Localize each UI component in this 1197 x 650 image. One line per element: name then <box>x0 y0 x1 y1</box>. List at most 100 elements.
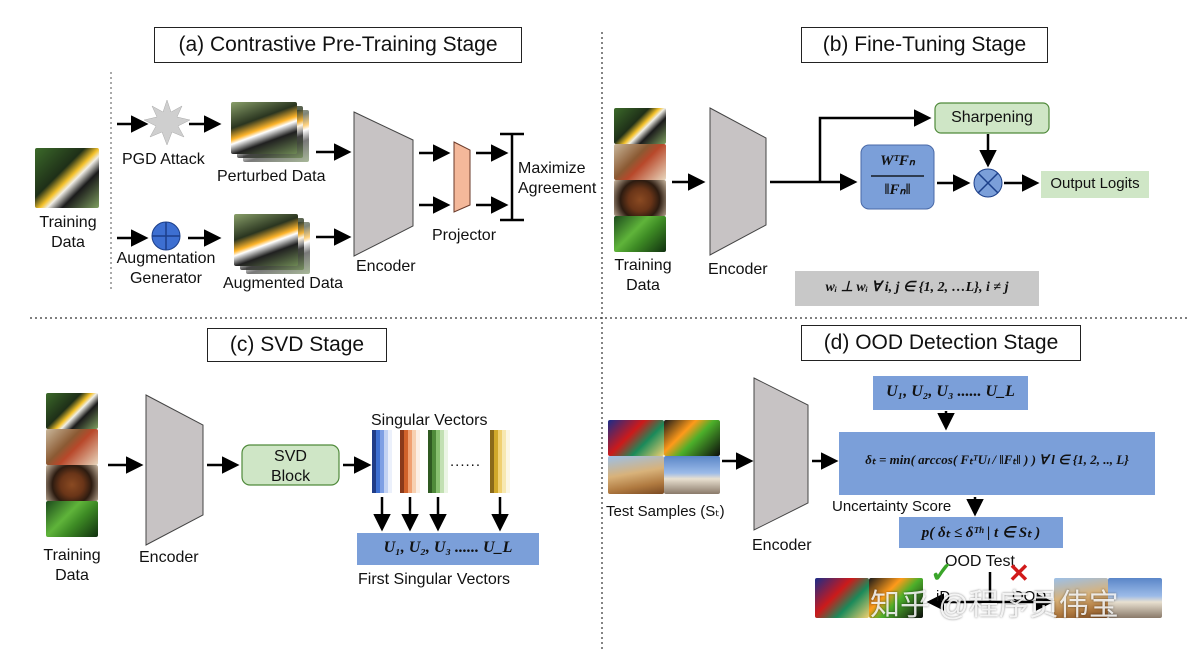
constraint-box <box>795 271 1039 306</box>
cross-icon: ✕ <box>1008 558 1030 588</box>
svd-vector-strip <box>384 430 388 493</box>
perturbed-image <box>231 102 297 154</box>
arrow-b3 <box>818 109 932 182</box>
svd-vector-strip <box>502 430 506 493</box>
test-image-4 <box>664 456 720 494</box>
maximize-agreement-label: Maximize Agreement <box>518 160 597 197</box>
probability-formula: p( δₜ ≤ δᵀʰ | t ∈ Sₜ ) <box>921 525 1041 541</box>
pgd-attack-icon <box>143 99 191 146</box>
ood-test-label: OOD Test <box>945 553 1015 570</box>
first-vectors-formula: U₁, U₂, U₃ ...... U_L <box>383 539 513 556</box>
training-image-b3 <box>614 180 666 216</box>
encoder-label-c: Encoder <box>139 549 199 566</box>
encoder-label-a: Encoder <box>356 258 416 275</box>
svd-vector-group-1 <box>372 430 392 532</box>
svd-vector-strip <box>428 430 432 493</box>
panel-c <box>108 394 539 565</box>
encoder-label-d: Encoder <box>752 537 812 554</box>
svd-block <box>241 444 340 486</box>
encoder-c <box>145 394 204 546</box>
sharpening-label: Sharpening <box>951 109 1033 126</box>
augmentation-generator-label: Augmentation Generator <box>116 250 216 287</box>
svd-vector-strip <box>498 430 502 493</box>
u-vectors-formula: U₁, U₂, U₃ ...... U_L <box>886 383 1015 400</box>
pgd-attack-label: PGD Attack <box>122 151 205 168</box>
training-image-b1 <box>614 108 666 144</box>
projector-label: Projector <box>432 227 497 244</box>
encoder-b <box>709 107 767 256</box>
uncertainty-score-label: Uncertainty Score <box>832 498 952 515</box>
training-image-c1 <box>46 393 98 429</box>
svd-vector-strip <box>436 430 440 493</box>
svd-vector-strip <box>372 430 376 493</box>
id-label: iD <box>936 588 951 605</box>
augmented-image <box>234 214 298 266</box>
training-image-a <box>35 148 99 208</box>
panel-d <box>722 376 1155 611</box>
multiply-icon <box>973 168 1003 198</box>
sharpening-box <box>934 102 1050 134</box>
svd-vector-group-2 <box>400 430 420 532</box>
ood-label: OOD <box>1012 588 1047 605</box>
u-vectors-box <box>873 376 1028 410</box>
svd-block-label: SVD Block <box>270 448 311 485</box>
svd-vector-strip <box>404 430 408 493</box>
singular-vectors-label: Singular Vectors <box>371 412 488 429</box>
svd-vector-strip <box>416 430 420 493</box>
output-logits-label: Output Logits <box>1050 175 1140 192</box>
test-image-1 <box>608 420 664 456</box>
svd-vector-strip <box>440 430 444 493</box>
augmented-data-label: Augmented Data <box>223 275 344 292</box>
test-image-3 <box>608 456 664 494</box>
augmentation-icon <box>151 221 181 251</box>
training-image-b4 <box>614 216 666 252</box>
panel-a-title: (a) Contrastive Pre-Training Stage <box>154 27 522 63</box>
delta-formula-box <box>839 432 1155 495</box>
training-data-label-a: Training Data <box>39 214 97 251</box>
encoder-d <box>753 377 809 531</box>
norm-denominator: ‖Fₙ‖ <box>884 182 911 198</box>
first-vectors-box <box>357 533 539 565</box>
probability-box <box>899 517 1063 548</box>
svd-ellipsis: ...... <box>450 453 482 470</box>
svd-vector-strip <box>376 430 380 493</box>
ood-result-image-1 <box>1054 578 1108 618</box>
norm-numerator: WᵀFₙ <box>880 153 915 169</box>
test-image-2 <box>664 420 720 456</box>
perturbed-data-label: Perturbed Data <box>217 168 326 185</box>
svd-bars <box>372 430 510 532</box>
training-data-label-c: Training Data <box>43 547 101 584</box>
svd-vector-strip <box>444 430 448 493</box>
delta-formula: δₜ = min( arccos( FₜᵀUₗ / ‖Fₜ‖ ) ) ∀ l ∈… <box>865 452 1129 467</box>
training-image-c3 <box>46 465 98 501</box>
panel-b-title: (b) Fine-Tuning Stage <box>801 27 1048 63</box>
agreement-bracket <box>500 132 524 222</box>
panel-a <box>117 99 524 257</box>
svd-vector-strip <box>380 430 384 493</box>
test-samples-label: Test Samples (Sₜ) <box>606 503 725 520</box>
training-image-b2 <box>614 144 666 180</box>
svd-vector-strip <box>494 430 498 493</box>
svd-vector-group-3 <box>428 430 448 532</box>
encoder-a <box>353 111 414 257</box>
orthogonality-constraint: wᵢ ⊥ wᵢ ∀ i, j ∈ {1, 2, …L}, i ≠ j <box>825 280 1009 295</box>
watermark: 知乎 @程序员伟宝 <box>870 589 1119 622</box>
check-icon: ✓ <box>930 557 954 588</box>
svd-vector-strip <box>432 430 436 493</box>
normalization-box <box>860 144 935 210</box>
training-image-c4 <box>46 501 98 537</box>
id-result-image-1 <box>815 578 869 618</box>
projector <box>453 141 471 213</box>
svd-vector-strip <box>506 430 510 493</box>
svd-vector-strip <box>412 430 416 493</box>
panel-b <box>672 102 1149 306</box>
panel-d-title: (d) OOD Detection Stage <box>801 325 1081 361</box>
ood-result-image-2 <box>1108 578 1162 618</box>
svd-vector-strip <box>388 430 392 493</box>
svd-vector-strip <box>408 430 412 493</box>
svd-vector-group-4 <box>490 430 510 532</box>
first-singular-vectors-label: First Singular Vectors <box>358 571 511 588</box>
id-result-image-2 <box>869 578 923 618</box>
training-image-c2 <box>46 429 98 465</box>
